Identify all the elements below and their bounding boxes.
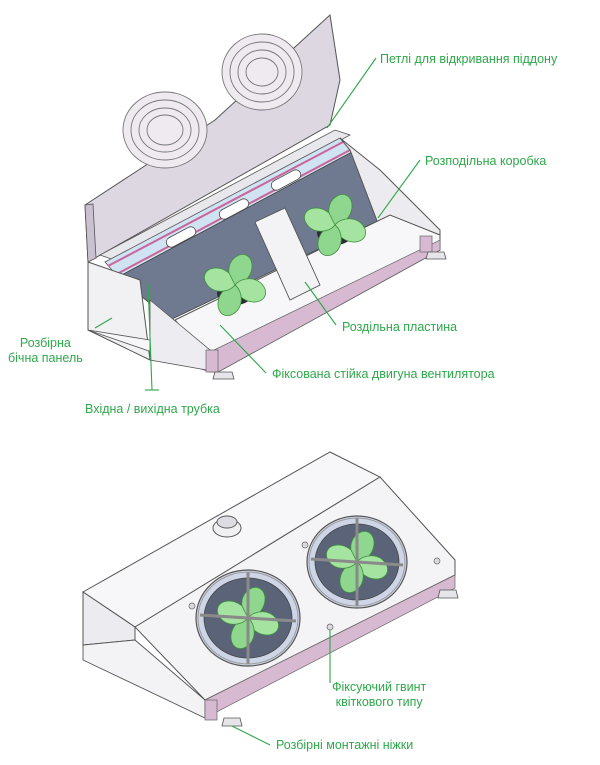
leader-side-panel [94,317,113,329]
leader-distribution-box [377,159,421,219]
bottom-fan-right [306,515,408,609]
bottom-fan-left [195,569,301,667]
top-fan-right [303,193,367,257]
label-mounting-feet: Розбірні монтажні ніжки [276,738,414,752]
leader-mounting-feet [231,725,271,746]
leader-inlet-outlet-pipe [147,282,153,391]
label-inlet-outlet-pipe: Вхідна / вихідна трубка [85,402,220,416]
leader-fixed-motor-stand [219,324,267,374]
label-removable-side-panel-line2: бічна панель [8,351,83,365]
label-tray-hinges: Петлі для відкривання піддону [380,52,558,66]
top-fan-left [203,253,267,317]
top-unit [84,14,447,380]
label-fixed-motor-stand: Фіксована стійка двигуна вентилятора [272,367,495,381]
label-separating-plate: Роздільна пластина [342,320,458,334]
label-distribution-box: Розподільна коробка [425,154,547,168]
label-removable-side-panel: Розбірна бічна панель [8,336,83,366]
label-fixing-screw-line2: квіткового типу [335,695,423,709]
leader-separating-plate [304,281,337,326]
separating-plate [254,207,321,301]
label-fixing-screw: Фіксуючий гвинт квіткового типу [332,680,426,710]
label-fixing-screw-line1: Фіксуючий гвинт [332,680,427,694]
lid-fan-guards [122,33,303,169]
leader-tray-hinges [326,57,377,129]
label-removable-side-panel-line1: Розбірна [19,336,71,350]
